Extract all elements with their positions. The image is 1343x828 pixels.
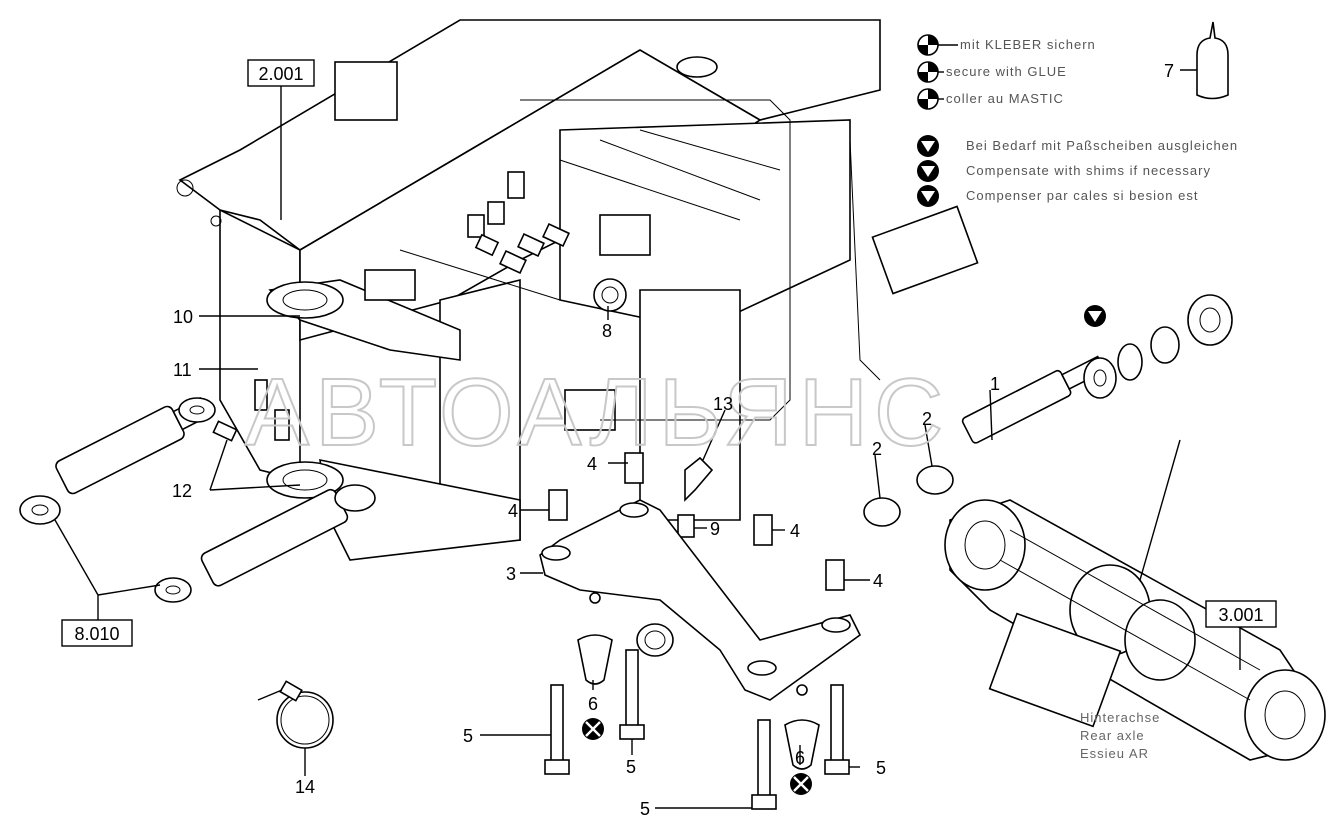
callout-13: 13	[713, 394, 733, 414]
legend-shims-de: Bei Bedarf mit Paßscheiben ausgleichen	[966, 138, 1238, 153]
down-triangle-in-circle-icon	[917, 185, 939, 207]
callout-6b: 6	[795, 748, 805, 768]
watermark: АВТОАЛЬЯНС	[245, 359, 949, 466]
down-triangle-in-circle-icon	[917, 135, 939, 157]
callout-6a: 6	[588, 694, 598, 714]
ref-cylinders-label: 8.010	[74, 624, 119, 644]
half-filled-circle-icon	[917, 61, 939, 83]
ref-frame-label: 2.001	[258, 64, 303, 84]
crossed-circle-icon	[790, 773, 812, 795]
bushings	[548, 452, 845, 591]
axle-shaft-parts	[863, 294, 1233, 527]
half-filled-circle-icon	[917, 34, 939, 56]
callout-8: 8	[602, 321, 612, 341]
axle-caption-de: Hinterachse	[1080, 710, 1160, 725]
down-triangle-in-circle-icon	[1084, 305, 1106, 327]
hydraulic-cylinders	[19, 396, 376, 603]
bolts	[544, 649, 850, 810]
half-filled-circle-icon	[917, 88, 939, 110]
callout-5d: 5	[876, 758, 886, 778]
ref-box-cylinders: 8.010	[61, 619, 133, 647]
callout-14: 14	[295, 777, 315, 797]
axle-caption: Hinterachse Rear axle Essieu AR	[1080, 710, 1160, 761]
legend-glue-fr: coller au MASTIC	[946, 91, 1064, 106]
callout-5a: 5	[463, 726, 473, 746]
callout-12: 12	[172, 481, 192, 501]
callout-4c: 4	[790, 521, 800, 541]
rear-axle	[944, 499, 1326, 761]
ref-axle-label: 3.001	[1218, 605, 1263, 625]
callout-11: 11	[173, 360, 192, 380]
legend-shims-en: Compensate with shims if necessary	[966, 163, 1211, 178]
callout-4d: 4	[873, 571, 883, 591]
rubber-buffers	[577, 592, 820, 770]
main-frame	[176, 19, 979, 561]
down-triangle-in-circle-icon	[917, 160, 939, 182]
callout-2a: 2	[922, 409, 932, 429]
callout-5c: 5	[640, 799, 650, 819]
legend-glue: mit KLEBER sichern secure with GLUE coll…	[917, 34, 1096, 110]
callout-4b: 4	[508, 501, 518, 521]
callout-leaders	[54, 69, 1241, 809]
legend-shims: Bei Bedarf mit Paßscheiben ausgleichen C…	[917, 135, 1238, 207]
callout-4a: 4	[587, 454, 597, 474]
callout-7: 7	[1164, 61, 1174, 81]
axle-caption-en: Rear axle	[1080, 728, 1145, 743]
callout-5b: 5	[626, 757, 636, 777]
callout-numbers: 1 2 2 3 4 4 4 4 5 5 5 5 6 6 7 8 9 10 11 …	[172, 61, 1174, 819]
legend-glue-en: secure with GLUE	[946, 64, 1067, 79]
callout-9: 9	[710, 519, 720, 539]
callout-10: 10	[173, 307, 193, 327]
callout-3: 3	[506, 564, 516, 584]
ref-box-axle: 3.001	[1205, 600, 1277, 628]
pendulum-bracket	[539, 499, 862, 701]
callout-2b: 2	[872, 439, 882, 459]
legend-shims-fr: Compenser par cales si besion est	[966, 188, 1198, 203]
crossed-circle-icon	[582, 718, 604, 740]
callout-1: 1	[990, 374, 1000, 394]
ref-box-frame: 2.001	[247, 59, 315, 87]
axle-caption-fr: Essieu AR	[1080, 746, 1149, 761]
glue-bottle-icon	[1196, 21, 1229, 100]
hose-clamp	[257, 680, 334, 749]
legend-glue-de: mit KLEBER sichern	[960, 37, 1096, 52]
